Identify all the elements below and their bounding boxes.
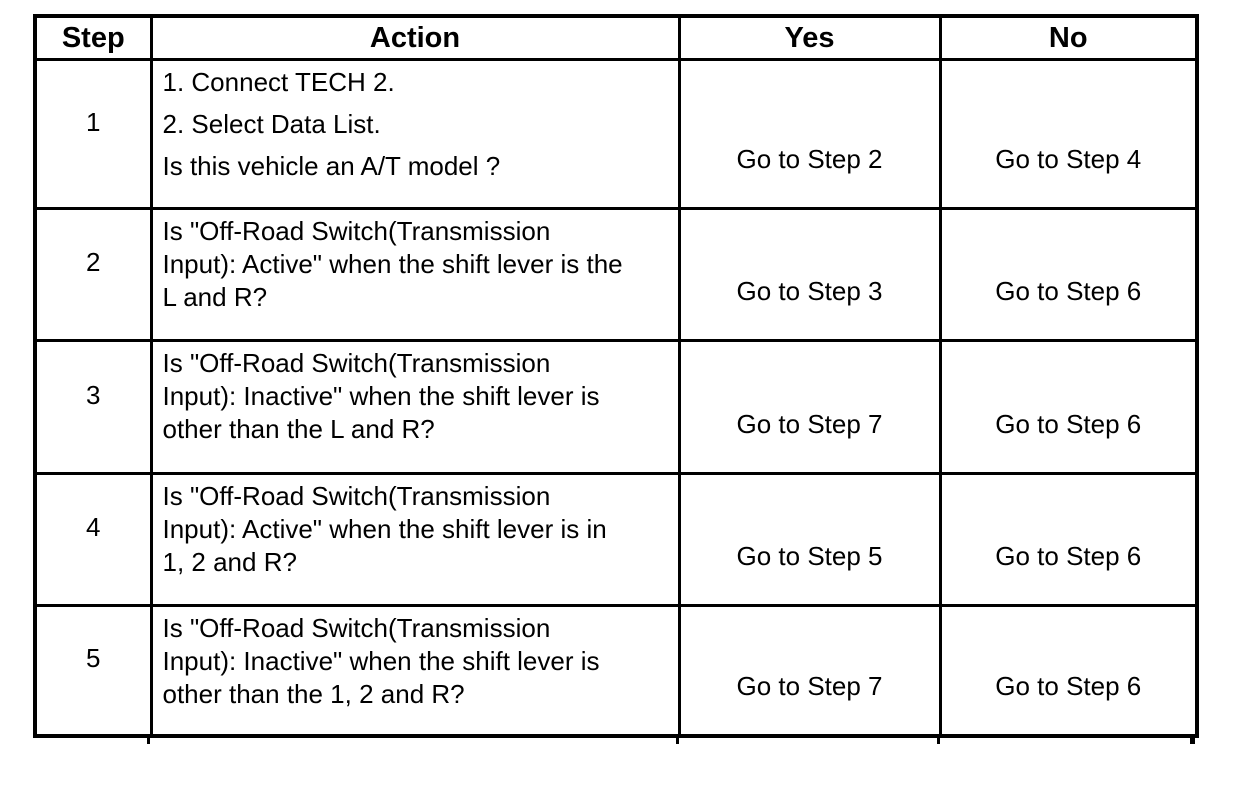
no-cell: Go to Step 6 [938, 604, 1199, 737]
table-row: 3 Is "Off-Road Switch(Transmission Input… [33, 339, 1199, 475]
column-header-step: Step [33, 14, 153, 61]
cropped-row-rule-stub [1190, 736, 1195, 744]
action-line: Input): Active" when the shift lever is … [162, 249, 623, 279]
header-row: Step Action Yes No [33, 14, 1199, 61]
table-row: 5 Is "Off-Road Switch(Transmission Input… [33, 604, 1199, 737]
table-row: 4 Is "Off-Road Switch(Transmission Input… [33, 472, 1199, 607]
action-line: Is "Off-Road Switch(Transmission [162, 613, 551, 643]
action-line: Is "Off-Road Switch(Transmission [162, 216, 551, 246]
column-header-yes: Yes [677, 14, 942, 61]
action-line: Input): Inactive" when the shift lever i… [162, 646, 600, 676]
cropped-row-rule-stub [676, 736, 679, 744]
yes-cell: Go to Step 2 [677, 58, 942, 210]
action-cell: Is "Off-Road Switch(Transmission Input):… [149, 604, 681, 737]
action-line: 1. Connect TECH 2. [162, 67, 395, 97]
action-line: L and R? [162, 282, 268, 312]
action-line: Is "Off-Road Switch(Transmission [162, 481, 551, 511]
table-row: 1 1. Connect TECH 2. 2. Select Data List… [33, 58, 1199, 210]
action-cell: Is "Off-Road Switch(Transmission Input):… [149, 207, 681, 342]
table-row: 2 Is "Off-Road Switch(Transmission Input… [33, 207, 1199, 342]
step-cell: 1 [33, 58, 153, 210]
diagnostic-step-table: Step Action Yes No 1 1. Connect TECH 2. … [33, 14, 1199, 738]
cropped-row-rule-stub [147, 736, 150, 744]
action-cell: 1. Connect TECH 2. 2. Select Data List. … [149, 58, 681, 210]
step-cell: 5 [33, 604, 153, 737]
action-line: other than the 1, 2 and R? [162, 679, 465, 709]
no-cell: Go to Step 6 [938, 339, 1199, 475]
action-line: Is this vehicle an A/T model ? [162, 151, 501, 181]
step-cell: 3 [33, 339, 153, 475]
action-cell: Is "Off-Road Switch(Transmission Input):… [149, 339, 681, 475]
action-line: Input): Active" when the shift lever is … [162, 514, 607, 544]
action-line: other than the L and R? [162, 414, 435, 444]
step-cell: 4 [33, 472, 153, 607]
action-cell: Is "Off-Road Switch(Transmission Input):… [149, 472, 681, 607]
no-cell: Go to Step 6 [938, 472, 1199, 607]
yes-cell: Go to Step 7 [677, 604, 942, 737]
column-header-no: No [938, 14, 1199, 61]
step-cell: 2 [33, 207, 153, 342]
yes-cell: Go to Step 5 [677, 472, 942, 607]
action-line: 2. Select Data List. [162, 109, 381, 139]
action-line: Input): Inactive" when the shift lever i… [162, 381, 600, 411]
cropped-row-rule-stub [937, 736, 940, 744]
column-header-action: Action [149, 14, 681, 61]
no-cell: Go to Step 6 [938, 207, 1199, 342]
yes-cell: Go to Step 7 [677, 339, 942, 475]
action-line: 1, 2 and R? [162, 547, 297, 577]
yes-cell: Go to Step 3 [677, 207, 942, 342]
no-cell: Go to Step 4 [938, 58, 1199, 210]
action-line: Is "Off-Road Switch(Transmission [162, 348, 551, 378]
